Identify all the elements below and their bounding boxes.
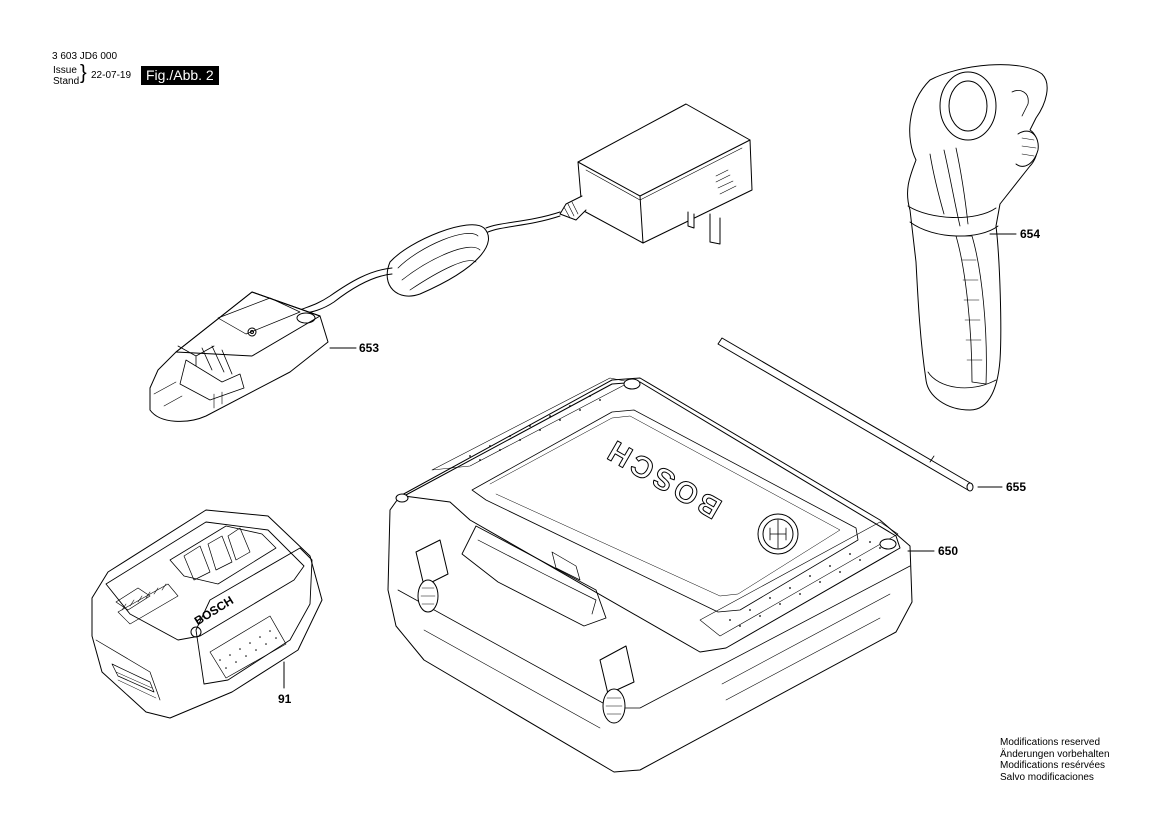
note-line: Änderungen vorbehalten [1000,748,1110,760]
carrying-case-illustration [388,378,912,772]
note-line: Modifications resérvées [1000,760,1106,771]
part-number-654: 654 [1020,227,1041,241]
stand-label: Stand [53,76,80,87]
note-line: Modifications reserved [1000,737,1101,748]
modification-notes: Modifications reserved Änderungen vorbeh… [1000,737,1110,783]
part-number-655: 655 [1006,480,1027,494]
depth-stop-rod-illustration [718,338,973,491]
brace-glyph: } [80,62,87,84]
document-number: 3 603 JD6 000 [52,51,118,62]
part-number-653: 653 [359,341,380,355]
battery-pack-illustration [92,510,322,718]
note-line: Salvo modificaciones [1000,771,1094,783]
auxiliary-handle-illustration [908,65,1048,410]
charger-illustration [150,104,752,421]
figure-label: Fig./Abb. 2 [141,66,219,85]
part-number-91: 91 [278,692,292,706]
issue-stand-labels: Issue Stand [53,65,79,87]
part-number-650: 650 [938,544,959,558]
issue-label: Issue [53,65,77,76]
issue-date: 22-07-19 [91,70,132,81]
